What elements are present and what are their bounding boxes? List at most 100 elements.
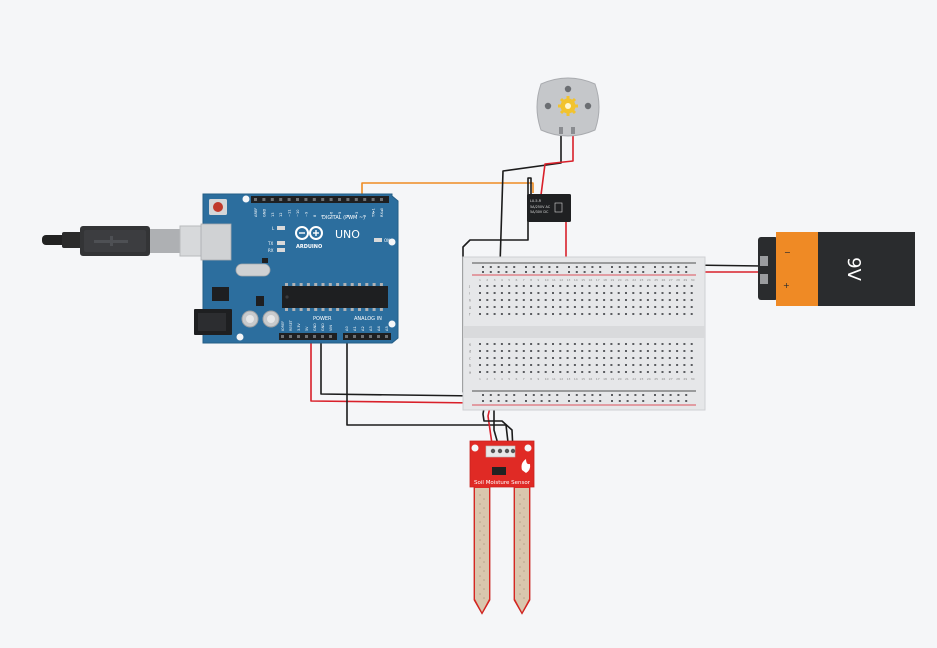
terminal-hole[interactable] [559, 364, 562, 366]
terminal-hole[interactable] [668, 299, 671, 301]
terminal-hole[interactable] [530, 306, 533, 308]
digital-pin[interactable] [354, 198, 358, 201]
rail-hole[interactable] [489, 266, 492, 268]
rail-hole[interactable] [591, 271, 594, 273]
terminal-hole[interactable] [690, 364, 693, 366]
terminal-hole[interactable] [676, 343, 679, 345]
terminal-hole[interactable] [508, 299, 511, 301]
terminal-hole[interactable] [683, 299, 686, 301]
terminal-hole[interactable] [625, 299, 627, 301]
terminal-hole[interactable] [544, 371, 547, 373]
analog-pin[interactable] [353, 335, 356, 338]
terminal-hole[interactable] [683, 285, 686, 287]
terminal-hole[interactable] [500, 292, 503, 294]
rail-hole[interactable] [505, 266, 508, 268]
terminal-hole[interactable] [676, 313, 679, 315]
terminal-hole[interactable] [639, 306, 642, 308]
terminal-hole[interactable] [617, 292, 620, 294]
terminal-hole[interactable] [625, 350, 627, 352]
wire-black-a0[interactable] [346, 337, 510, 452]
terminal-hole[interactable] [595, 285, 598, 287]
terminal-hole[interactable] [632, 350, 635, 352]
terminal-hole[interactable] [537, 285, 540, 287]
terminal-hole[interactable] [486, 306, 489, 308]
rail-hole[interactable] [489, 400, 492, 402]
digital-pin[interactable] [380, 198, 383, 201]
terminal-hole[interactable] [625, 357, 627, 359]
terminal-hole[interactable] [617, 350, 620, 352]
terminal-hole[interactable] [654, 285, 657, 287]
terminal-hole[interactable] [646, 343, 649, 345]
rail-hole[interactable] [540, 394, 543, 396]
rail-hole[interactable] [489, 271, 492, 273]
terminal-hole[interactable] [690, 285, 693, 287]
terminal-hole[interactable] [515, 292, 518, 294]
terminal-hole[interactable] [625, 292, 627, 294]
terminal-hole[interactable] [632, 343, 635, 345]
terminal-hole[interactable] [500, 343, 503, 345]
terminal-hole[interactable] [639, 313, 642, 315]
terminal-hole[interactable] [515, 357, 518, 359]
terminal-hole[interactable] [486, 292, 489, 294]
terminal-hole[interactable] [690, 306, 693, 308]
terminal-hole[interactable] [676, 350, 679, 352]
terminal-hole[interactable] [581, 299, 584, 301]
terminal-hole[interactable] [639, 292, 642, 294]
digital-pin[interactable] [371, 198, 375, 201]
rail-hole[interactable] [505, 400, 508, 402]
terminal-hole[interactable] [566, 343, 569, 345]
terminal-hole[interactable] [632, 313, 635, 315]
terminal-hole[interactable] [654, 343, 657, 345]
terminal-hole[interactable] [668, 350, 671, 352]
rail-hole[interactable] [575, 266, 578, 268]
terminal-hole[interactable] [530, 292, 533, 294]
rail-hole[interactable] [654, 400, 656, 402]
usb-cable[interactable] [42, 225, 233, 257]
rail-hole[interactable] [634, 394, 637, 396]
terminal-hole[interactable] [617, 313, 620, 315]
terminal-hole[interactable] [639, 343, 642, 345]
rail-hole[interactable] [482, 400, 484, 402]
rail-hole[interactable] [634, 266, 637, 268]
terminal-hole[interactable] [690, 292, 693, 294]
digital-pin[interactable] [304, 198, 308, 201]
terminal-hole[interactable] [610, 313, 613, 315]
terminal-hole[interactable] [617, 357, 620, 359]
terminal-hole[interactable] [595, 350, 598, 352]
terminal-hole[interactable] [588, 357, 591, 359]
rail-hole[interactable] [599, 394, 602, 396]
digital-header[interactable] [251, 196, 389, 203]
terminal-hole[interactable] [661, 306, 664, 308]
terminal-hole[interactable] [588, 313, 591, 315]
rail-hole[interactable] [556, 271, 559, 273]
terminal-hole[interactable] [500, 285, 503, 287]
terminal-hole[interactable] [668, 343, 671, 345]
soil-moisture-sensor[interactable]: Soil Moisture Sensor [469, 440, 535, 615]
terminal-hole[interactable] [552, 371, 554, 373]
terminal-hole[interactable] [530, 371, 533, 373]
terminal-hole[interactable] [566, 357, 569, 359]
terminal-hole[interactable] [661, 371, 664, 373]
terminal-hole[interactable] [486, 371, 489, 373]
terminal-hole[interactable] [690, 371, 693, 373]
rail-hole[interactable] [677, 271, 680, 273]
terminal-hole[interactable] [654, 357, 657, 359]
terminal-hole[interactable] [617, 371, 620, 373]
terminal-hole[interactable] [646, 299, 649, 301]
terminal-hole[interactable] [537, 350, 540, 352]
terminal-hole[interactable] [559, 313, 562, 315]
terminal-hole[interactable] [610, 357, 613, 359]
terminal-hole[interactable] [683, 306, 686, 308]
rail-hole[interactable] [568, 394, 570, 396]
wire-red-5v[interactable] [310, 337, 479, 404]
terminal-hole[interactable] [639, 371, 642, 373]
terminal-hole[interactable] [479, 343, 481, 345]
terminal-hole[interactable] [530, 350, 533, 352]
rail-hole[interactable] [532, 271, 535, 273]
terminal-hole[interactable] [595, 364, 598, 366]
rail-hole[interactable] [654, 266, 656, 268]
terminal-hole[interactable] [559, 357, 562, 359]
terminal-hole[interactable] [566, 299, 569, 301]
terminal-hole[interactable] [588, 285, 591, 287]
rail-hole[interactable] [642, 266, 645, 268]
